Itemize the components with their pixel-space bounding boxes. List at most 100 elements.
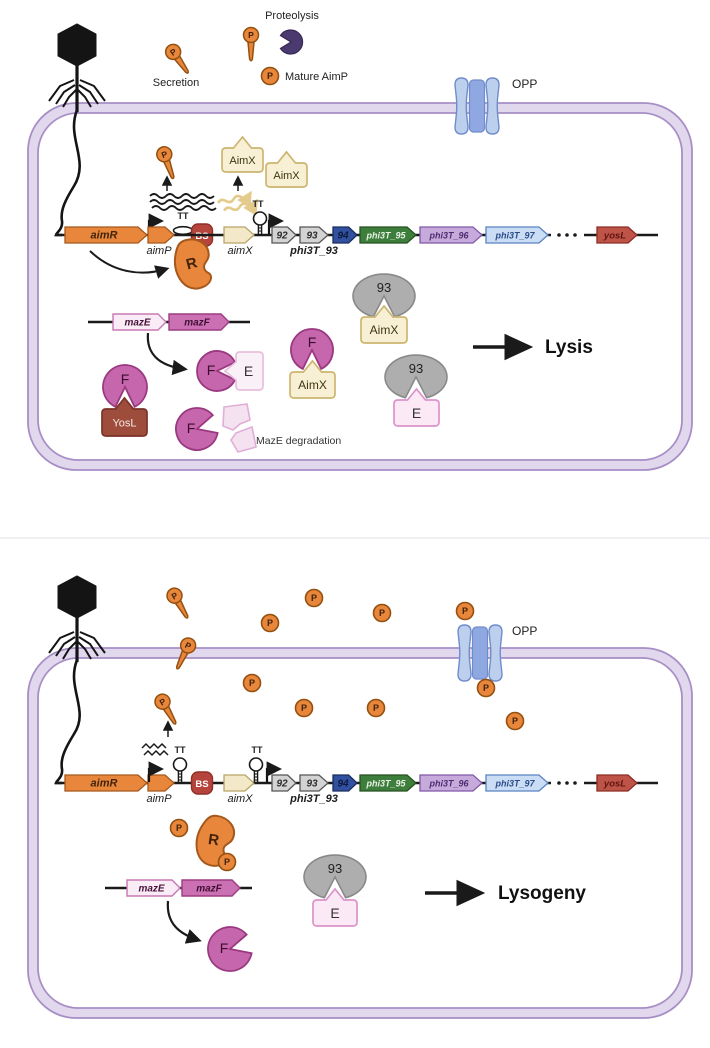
gene-arrow-aimR bbox=[64, 226, 148, 244]
gene-label-phi3T_93: phi3T_93 bbox=[289, 793, 338, 805]
aimp-p-letter: P bbox=[267, 618, 273, 628]
aimp-p-letter: P bbox=[379, 608, 385, 618]
svg-text:R: R bbox=[207, 831, 220, 849]
opp-lobe-left bbox=[454, 77, 469, 135]
aimp-p-letter: P bbox=[249, 678, 255, 688]
gene-arrow-phi3T_96 bbox=[419, 774, 483, 792]
gene-arrow-text-aimR: aimR bbox=[91, 778, 118, 790]
terminator-tt-label: TT bbox=[253, 199, 264, 209]
aimp-peptide-circle bbox=[505, 711, 525, 731]
gene-arrow-text-93: 93 bbox=[306, 231, 318, 242]
mature-aimp: P bbox=[505, 711, 525, 731]
bottom-cell-membrane bbox=[27, 647, 693, 1019]
pro-aimp-p-letter: P bbox=[168, 46, 179, 58]
bound-partner-AimX bbox=[289, 359, 336, 399]
aimp-peptide-circle bbox=[372, 603, 392, 623]
gene-arrow-mazF bbox=[168, 313, 230, 331]
aimr-binding-arrow bbox=[89, 250, 170, 279]
opp-transporter-bottom bbox=[457, 624, 503, 682]
aimp-p-letter: P bbox=[373, 703, 379, 713]
pro-aimp-inside: P bbox=[154, 693, 177, 725]
gene-arrow-92 bbox=[271, 774, 297, 792]
gene-arrow-text-yosL: yosL bbox=[603, 231, 626, 242]
gene-arrow-mazE bbox=[126, 879, 181, 897]
proteolysis-label: Proteolysis bbox=[265, 10, 319, 22]
aimp-p-letter: P bbox=[311, 593, 317, 603]
mazf-protein-label: F bbox=[308, 334, 317, 350]
mature-aimp: P bbox=[260, 613, 280, 633]
gene-arrow-aimP bbox=[147, 226, 175, 244]
aimp-peptide-circle bbox=[217, 852, 237, 872]
mazf-protein-label: F bbox=[187, 420, 196, 436]
degraded-maze-pieces bbox=[222, 403, 257, 453]
bound-partner-label: E bbox=[330, 905, 339, 921]
aimp-p-letter: P bbox=[301, 703, 307, 713]
pro-aimp-crossing-membrane: P bbox=[175, 637, 197, 670]
panel-divider bbox=[0, 537, 710, 539]
gene-arrow-text-phi3T_97: phi3T_97 bbox=[494, 231, 535, 241]
gene-arrow-phi3T_95 bbox=[359, 226, 417, 244]
gene-arrow-text-92: 92 bbox=[276, 231, 288, 242]
gene-arrow-text-94: 94 bbox=[337, 779, 349, 790]
aimp-p-letter: P bbox=[224, 857, 230, 867]
phi3t93-protein-label: 93 bbox=[328, 861, 342, 876]
gene-arrow-aimP bbox=[147, 774, 175, 792]
aimp-peptide-circle bbox=[304, 588, 324, 608]
pro-aimp-p-letter: P bbox=[158, 696, 168, 708]
svg-text:R: R bbox=[184, 254, 199, 273]
pro-aimp-p-letter: P bbox=[160, 149, 169, 160]
gene-arrow-phi3T_97 bbox=[485, 774, 549, 792]
bound-partner-label: E bbox=[244, 363, 253, 379]
dna-ellipsis-dot bbox=[557, 781, 561, 785]
mature-aimp-label: Mature AimP bbox=[285, 71, 348, 83]
mature-aimp-bound: P bbox=[169, 818, 189, 838]
phage-icon-top bbox=[48, 23, 106, 237]
mature-aimp-bound: P bbox=[217, 852, 237, 872]
aimp-p-letter: P bbox=[462, 606, 468, 616]
gene-arrow-text-phi3T_95: phi3T_95 bbox=[365, 779, 406, 789]
gene-arrow-phi3T_96 bbox=[419, 226, 483, 244]
bound-partner-YosL bbox=[101, 396, 148, 437]
pro-aimp-tail bbox=[162, 158, 175, 180]
gene-arrow-yosL bbox=[596, 774, 638, 792]
promoter-arrow-aimr-bottom bbox=[147, 761, 164, 782]
gene-arrow-text-phi3T_97: phi3T_97 bbox=[494, 779, 535, 789]
opp-label-top: OPP bbox=[512, 77, 537, 91]
gene-arrow-aimR bbox=[64, 774, 148, 792]
free-aimx-protein: AimX bbox=[265, 150, 308, 188]
terminator-tt-label: TT bbox=[178, 211, 189, 221]
free-aimx-protein: AimX bbox=[221, 135, 264, 173]
gene-arrow-phi3T_95 bbox=[359, 774, 417, 792]
pro-aimp-head bbox=[242, 26, 260, 44]
aimx-tag-shape bbox=[221, 135, 264, 173]
gene-arrow-phi3T_97 bbox=[485, 226, 549, 244]
bound-partner-label: E bbox=[412, 405, 421, 421]
maz-expression-arrow-top bbox=[146, 332, 188, 376]
bound-partner-E bbox=[393, 387, 440, 427]
terminator-hairpin-aimp-bottom bbox=[172, 757, 188, 783]
phi3t93-protein-label: 93 bbox=[377, 280, 391, 295]
aimp-peptide-circle bbox=[242, 673, 262, 693]
aimr-binding-site-bottom: BS bbox=[190, 771, 214, 795]
top-cell-membrane bbox=[27, 102, 693, 471]
phi3t93-protein bbox=[384, 354, 448, 399]
phi3t93-maze-complex-lysogeny: 93E bbox=[303, 854, 367, 927]
mazf-protein bbox=[175, 407, 219, 451]
secretion-aimp-icon: P bbox=[164, 43, 189, 74]
aimp-peptide-circle bbox=[260, 613, 280, 633]
bound-partner-label: YosL bbox=[112, 418, 136, 430]
protease-pacman-icon bbox=[279, 29, 304, 55]
pro-aimp-p-letter: P bbox=[170, 590, 180, 602]
pro-aimp-tail bbox=[174, 599, 189, 619]
mature-aimp: P bbox=[294, 698, 314, 718]
aimp-peptide-circle bbox=[169, 818, 189, 838]
gene-arrow-text-mazF: mazF bbox=[196, 884, 222, 895]
opp-lobe-right bbox=[488, 624, 503, 682]
gene-arrow-text-phi3T_95: phi3T_95 bbox=[365, 231, 406, 241]
